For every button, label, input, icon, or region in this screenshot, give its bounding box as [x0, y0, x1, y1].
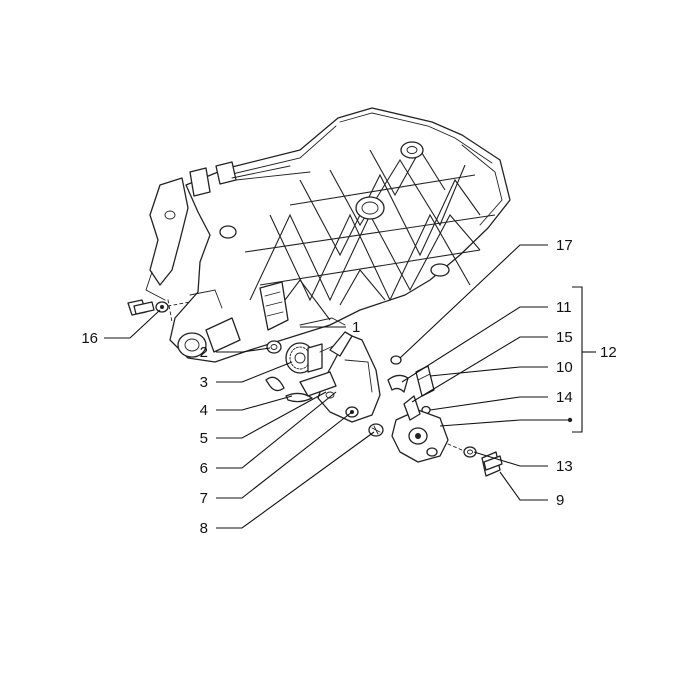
- oil-pump-assembly: [391, 395, 449, 463]
- label-1: 1: [352, 319, 360, 336]
- seal-11: [387, 374, 409, 393]
- leader-lines: [104, 244, 596, 529]
- leader-3: [216, 361, 293, 383]
- bracket-12: [572, 286, 583, 433]
- label-17: 17: [556, 237, 573, 254]
- crankcase-housing: [145, 107, 511, 363]
- label-3: 3: [200, 374, 208, 391]
- label-4: 4: [200, 402, 208, 419]
- leader-dot: [567, 417, 573, 423]
- leader-pump: [439, 419, 570, 427]
- label-7: 7: [200, 490, 208, 507]
- leader-2: [216, 347, 271, 353]
- bolt-16: [127, 299, 191, 316]
- label-9: 9: [556, 492, 564, 509]
- leader-13: [473, 451, 548, 467]
- leader-6: [216, 391, 337, 469]
- label-10: 10: [556, 359, 573, 376]
- label-6: 6: [200, 460, 208, 477]
- label-12: 12: [600, 344, 617, 361]
- leader-4: [216, 395, 293, 411]
- pump-cover: [299, 331, 381, 423]
- label-5: 5: [200, 430, 208, 447]
- label-13: 13: [556, 458, 573, 475]
- label-11: 11: [556, 299, 572, 316]
- leader-11: [401, 306, 548, 383]
- drive-gear-3: [285, 342, 323, 374]
- label-15: 15: [556, 329, 573, 346]
- hose-10: [415, 365, 435, 397]
- washer-2: [266, 340, 282, 354]
- o-ring-17: [390, 355, 402, 365]
- leader-7: [216, 411, 353, 499]
- leader-14: [429, 396, 548, 411]
- leader-16: [104, 309, 161, 339]
- label-16: 16: [81, 330, 98, 347]
- leader-10: [429, 366, 548, 377]
- leader-9: [499, 471, 548, 501]
- label-2: 2: [200, 344, 208, 361]
- label-14: 14: [556, 389, 573, 406]
- drive-chain-4: [265, 341, 343, 403]
- leader-15: [411, 336, 548, 403]
- leader-5: [216, 391, 327, 439]
- leader-8: [216, 431, 375, 529]
- washer-13: [447, 443, 477, 458]
- label-8: 8: [200, 520, 208, 537]
- leader-17: [399, 244, 548, 359]
- part-labels: 16 1 2 3 4 5 6 7 8 17 11 15 10 14 12 13 …: [81, 237, 616, 537]
